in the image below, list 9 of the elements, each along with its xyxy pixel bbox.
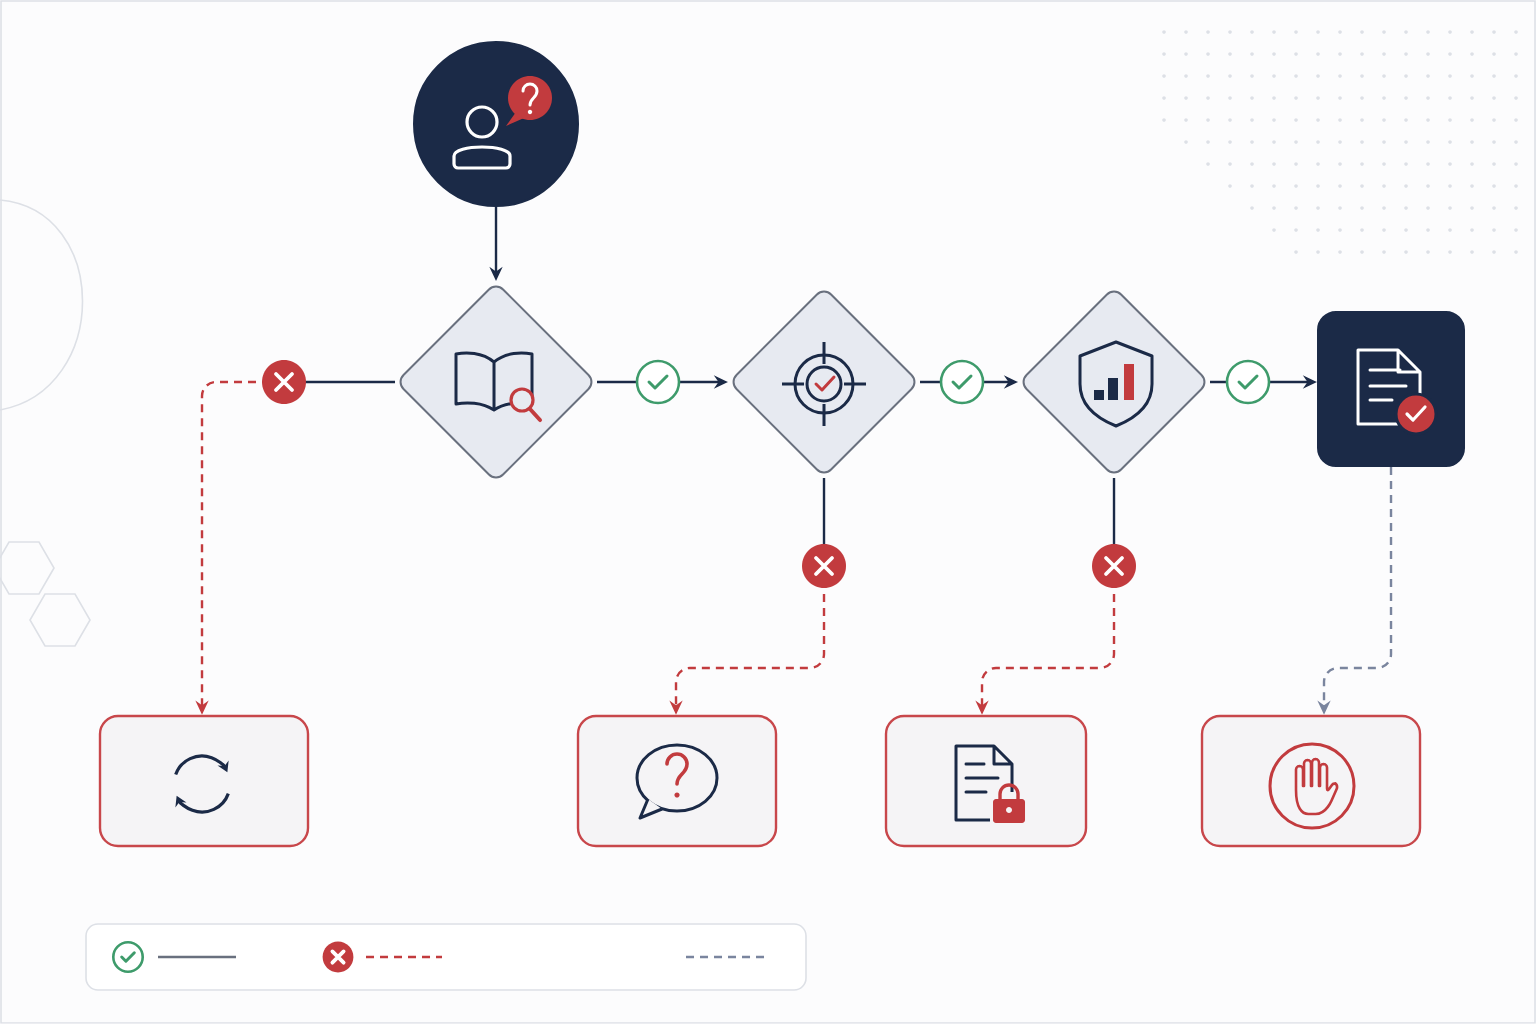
decision-diamond: [1022, 290, 1206, 474]
decision-diamond: [399, 285, 593, 479]
outcome-box: [884, 714, 1088, 848]
outcome-box: [1200, 714, 1422, 848]
start-circle: [413, 41, 579, 207]
result-box: [1317, 311, 1465, 467]
outcome-box: [98, 714, 310, 848]
decision-diamond: [732, 290, 916, 474]
outcome-box: [576, 714, 778, 848]
